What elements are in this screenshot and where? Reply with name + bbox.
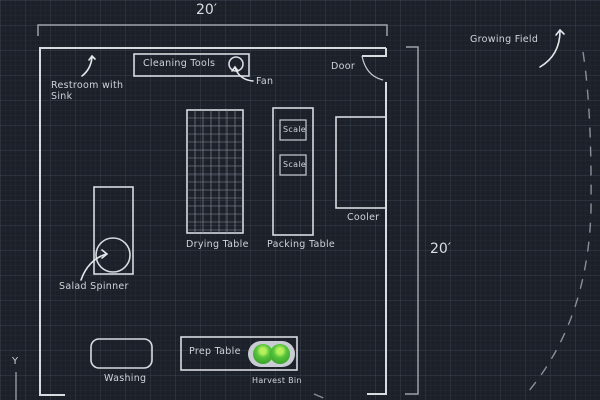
scale-2-label: Scale (283, 160, 307, 169)
depth-dimension-line (405, 46, 419, 395)
growing-field-boundary (527, 51, 592, 393)
cooler[interactable] (335, 116, 387, 209)
prep-table-label: Prep Table (189, 346, 241, 357)
door-label: Door (331, 61, 356, 72)
fan-pointer-arrow (234, 67, 254, 82)
restroom-arrowhead (88, 54, 96, 61)
harvest-bin-pod (270, 344, 290, 364)
washing-label: Washing (104, 373, 147, 384)
harvest-bin-label: Harvest Bin (252, 376, 302, 385)
growing-field-arrowhead (555, 28, 565, 36)
restroom-label: Restroom with (51, 80, 124, 91)
cleaning-tools-label: Cleaning Tools (143, 58, 216, 69)
washing-sink[interactable] (90, 338, 153, 369)
scale-2[interactable] (279, 154, 307, 176)
cleaning-tools-box[interactable] (133, 53, 250, 77)
depth-dimension-label: 20′ (430, 241, 451, 257)
door-frame (362, 48, 387, 57)
growing-field-label: Growing Field (470, 34, 539, 45)
packing-table[interactable] (272, 107, 314, 236)
wall-right (367, 82, 387, 395)
drying-table[interactable] (186, 109, 244, 234)
restroom-arrow (81, 56, 93, 77)
harvest-bin[interactable] (248, 341, 295, 367)
wall-top-left (39, 47, 386, 396)
scale-1[interactable] (279, 119, 307, 141)
drying-table-label: Drying Table (186, 239, 249, 250)
scale-1-label: Scale (283, 125, 307, 134)
fan-arrowhead (231, 65, 239, 72)
door-swing-arc (361, 55, 384, 81)
salad-spinner-arrowhead (101, 249, 109, 259)
restroom-label-line2: Sink (51, 91, 73, 102)
cooler-label: Cooler (347, 212, 380, 223)
salad-spinner-table[interactable] (93, 186, 134, 275)
prep-table[interactable] (180, 336, 298, 371)
width-dimension-label: 20′ (196, 2, 217, 18)
packing-table-label: Packing Table (267, 239, 336, 250)
growing-field-arrow (539, 30, 561, 68)
fan-label: Fan (256, 76, 274, 87)
dashed-segment (313, 393, 327, 400)
y-axis-label: Y (12, 356, 19, 367)
salad-spinner-arrow (80, 253, 107, 281)
salad-spinner-icon[interactable] (95, 237, 131, 273)
salad-spinner-label: Salad Spinner (59, 281, 129, 292)
width-dimension-line (37, 24, 388, 36)
harvest-bin-pod (253, 344, 273, 364)
